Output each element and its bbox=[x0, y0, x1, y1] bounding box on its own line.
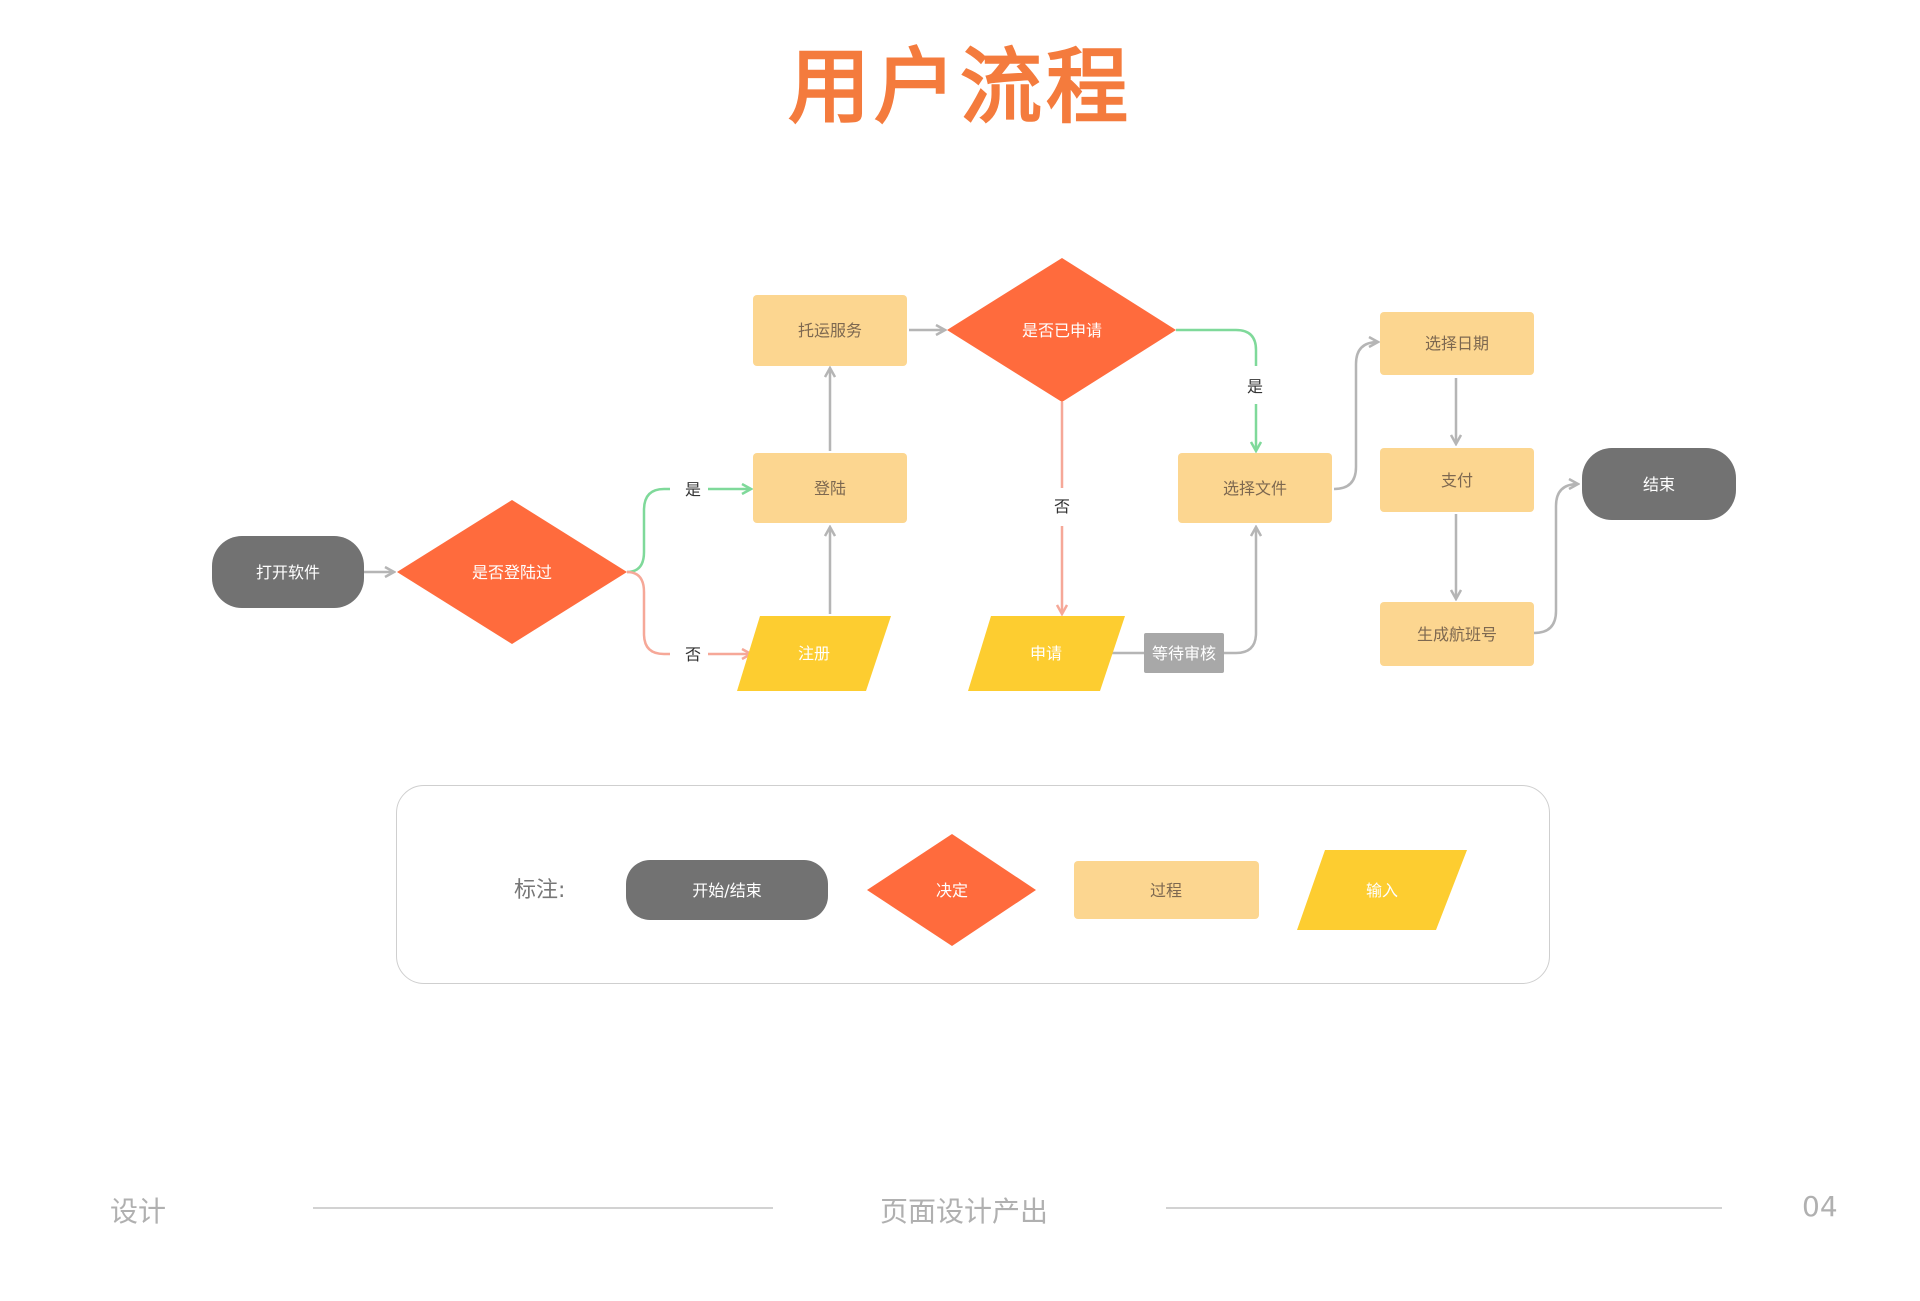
select-date-process bbox=[1380, 312, 1534, 375]
shipping-label: 托运服务 bbox=[798, 321, 862, 340]
wait-review-label: 等待审核 bbox=[1152, 644, 1216, 663]
edge-label-applied-no: 否 bbox=[1054, 497, 1070, 516]
open-app-label: 打开软件 bbox=[256, 563, 320, 582]
open-app-terminal bbox=[212, 536, 364, 608]
footer-divider-right bbox=[1166, 1207, 1722, 1209]
logged-in-decision bbox=[397, 500, 627, 644]
register-input bbox=[737, 616, 891, 691]
legend-panel bbox=[396, 785, 1550, 984]
edge-label-applied-yes: 是 bbox=[1247, 377, 1263, 396]
page-title: 用户流程 bbox=[787, 40, 1132, 135]
end-label: 结束 bbox=[1643, 475, 1675, 494]
arrow-wait-to-select-file bbox=[1224, 527, 1256, 655]
arrow-select-file-to-date bbox=[1333, 342, 1378, 491]
pay-label: 支付 bbox=[1441, 471, 1473, 490]
edge-label-login-no: 否 bbox=[685, 645, 701, 664]
legend-process-shape bbox=[1074, 861, 1259, 919]
legend-decision-label: 决定 bbox=[936, 881, 968, 900]
select-file-process bbox=[1178, 453, 1332, 523]
generate-flight-label: 生成航班号 bbox=[1417, 625, 1497, 644]
legend-input-label: 输入 bbox=[1366, 881, 1398, 900]
footer-center-label: 页面设计产出 bbox=[880, 1195, 1049, 1228]
wait-review-note bbox=[1144, 633, 1224, 673]
footer-page-number: 04 bbox=[1802, 1190, 1838, 1223]
login-process bbox=[753, 453, 907, 523]
arrow-no-to-register bbox=[626, 570, 670, 656]
arrow-generate-to-end bbox=[1533, 484, 1578, 635]
end-terminal bbox=[1582, 448, 1736, 520]
select-file-label: 选择文件 bbox=[1223, 479, 1287, 498]
legend-decision-shape bbox=[867, 834, 1036, 946]
arrow-yes-to-login bbox=[626, 487, 670, 574]
legend-title: 标注: bbox=[514, 878, 566, 903]
register-label: 注册 bbox=[798, 644, 830, 663]
generate-flight-process bbox=[1380, 602, 1534, 666]
applied-decision bbox=[947, 258, 1176, 402]
apply-input bbox=[968, 616, 1125, 691]
apply-label: 申请 bbox=[1030, 644, 1062, 663]
legend-terminal-label: 开始/结束 bbox=[692, 881, 761, 900]
footer-left-label: 设计 bbox=[110, 1195, 167, 1228]
login-label: 登陆 bbox=[814, 479, 846, 498]
legend-terminal-shape bbox=[626, 860, 828, 920]
edge-label-login-yes: 是 bbox=[685, 480, 701, 499]
pay-process bbox=[1380, 448, 1534, 512]
footer-divider-left bbox=[313, 1207, 773, 1209]
select-date-label: 选择日期 bbox=[1425, 334, 1489, 353]
arrow-applied-yes-top bbox=[1176, 328, 1258, 366]
logged-in-label: 是否登陆过 bbox=[472, 563, 552, 582]
legend-input-shape bbox=[1297, 850, 1467, 930]
applied-label: 是否已申请 bbox=[1022, 321, 1102, 340]
shipping-process bbox=[753, 295, 907, 366]
legend-process-label: 过程 bbox=[1150, 881, 1182, 900]
